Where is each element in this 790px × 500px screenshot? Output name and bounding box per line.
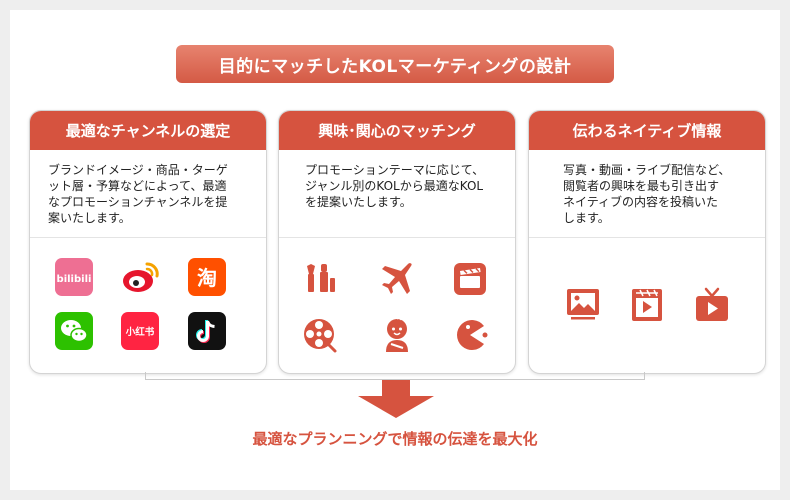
weibo-icon: [121, 258, 159, 296]
card-channel-selection: 最適なチャンネルの選定 ブランドイメージ・商品・ターゲ ット層・予算などによって…: [29, 110, 267, 374]
card-description: 写真・動画・ライブ配信など、 閲覧者の興味を最も引き出す ネイティブの内容を投稿…: [529, 150, 765, 238]
card-interest-matching: 興味･関心のマッチング プロモーションテーマに応じて、 ジャンル別のKOLから最…: [278, 110, 516, 374]
xiaohongshu-icon: 小红书: [121, 312, 159, 350]
tiktok-icon: [188, 312, 226, 350]
video-play-icon: [628, 286, 666, 324]
tv-play-icon: [693, 286, 731, 324]
cosmetics-icon: [301, 260, 339, 298]
main-title: 目的にマッチしたKOLマーケティングの設計: [176, 45, 614, 83]
card-native-content: 伝わるネイティブ情報 写真・動画・ライブ配信など、 閲覧者の興味を最も引き出す …: [528, 110, 766, 374]
baby-icon: [378, 316, 416, 354]
airplane-icon: [378, 260, 416, 298]
film-reel-icon: [301, 316, 339, 354]
photo-icon: [564, 286, 602, 324]
bilibili-icon: bilibili: [55, 258, 93, 296]
platform-icons: bilibili 淘: [30, 238, 266, 372]
card-header: 興味･関心のマッチング: [279, 111, 515, 150]
genre-icons: [279, 238, 515, 372]
conclusion-text: 最適なプランニングで情報の伝達を最大化: [252, 430, 538, 448]
card-description: ブランドイメージ・商品・ターゲ ット層・予算などによって、最適 なプロモーション…: [30, 150, 266, 238]
card-header: 伝わるネイティブ情報: [529, 111, 765, 150]
content-icons: [529, 238, 765, 372]
wechat-icon: [55, 312, 93, 350]
clapperboard-icon: [451, 260, 489, 298]
svg-text:淘: 淘: [197, 266, 217, 290]
taobao-icon: 淘: [188, 258, 226, 296]
card-description: プロモーションテーマに応じて、 ジャンル別のKOLから最適なKOL を提案いたし…: [279, 150, 515, 238]
svg-text:小红书: 小红书: [125, 326, 155, 338]
connector-line: [145, 372, 645, 380]
pacman-icon: [451, 316, 489, 354]
card-header: 最適なチャンネルの選定: [30, 111, 266, 150]
down-arrow-icon: [358, 380, 434, 418]
svg-text:bilibili: bilibili: [57, 274, 92, 285]
